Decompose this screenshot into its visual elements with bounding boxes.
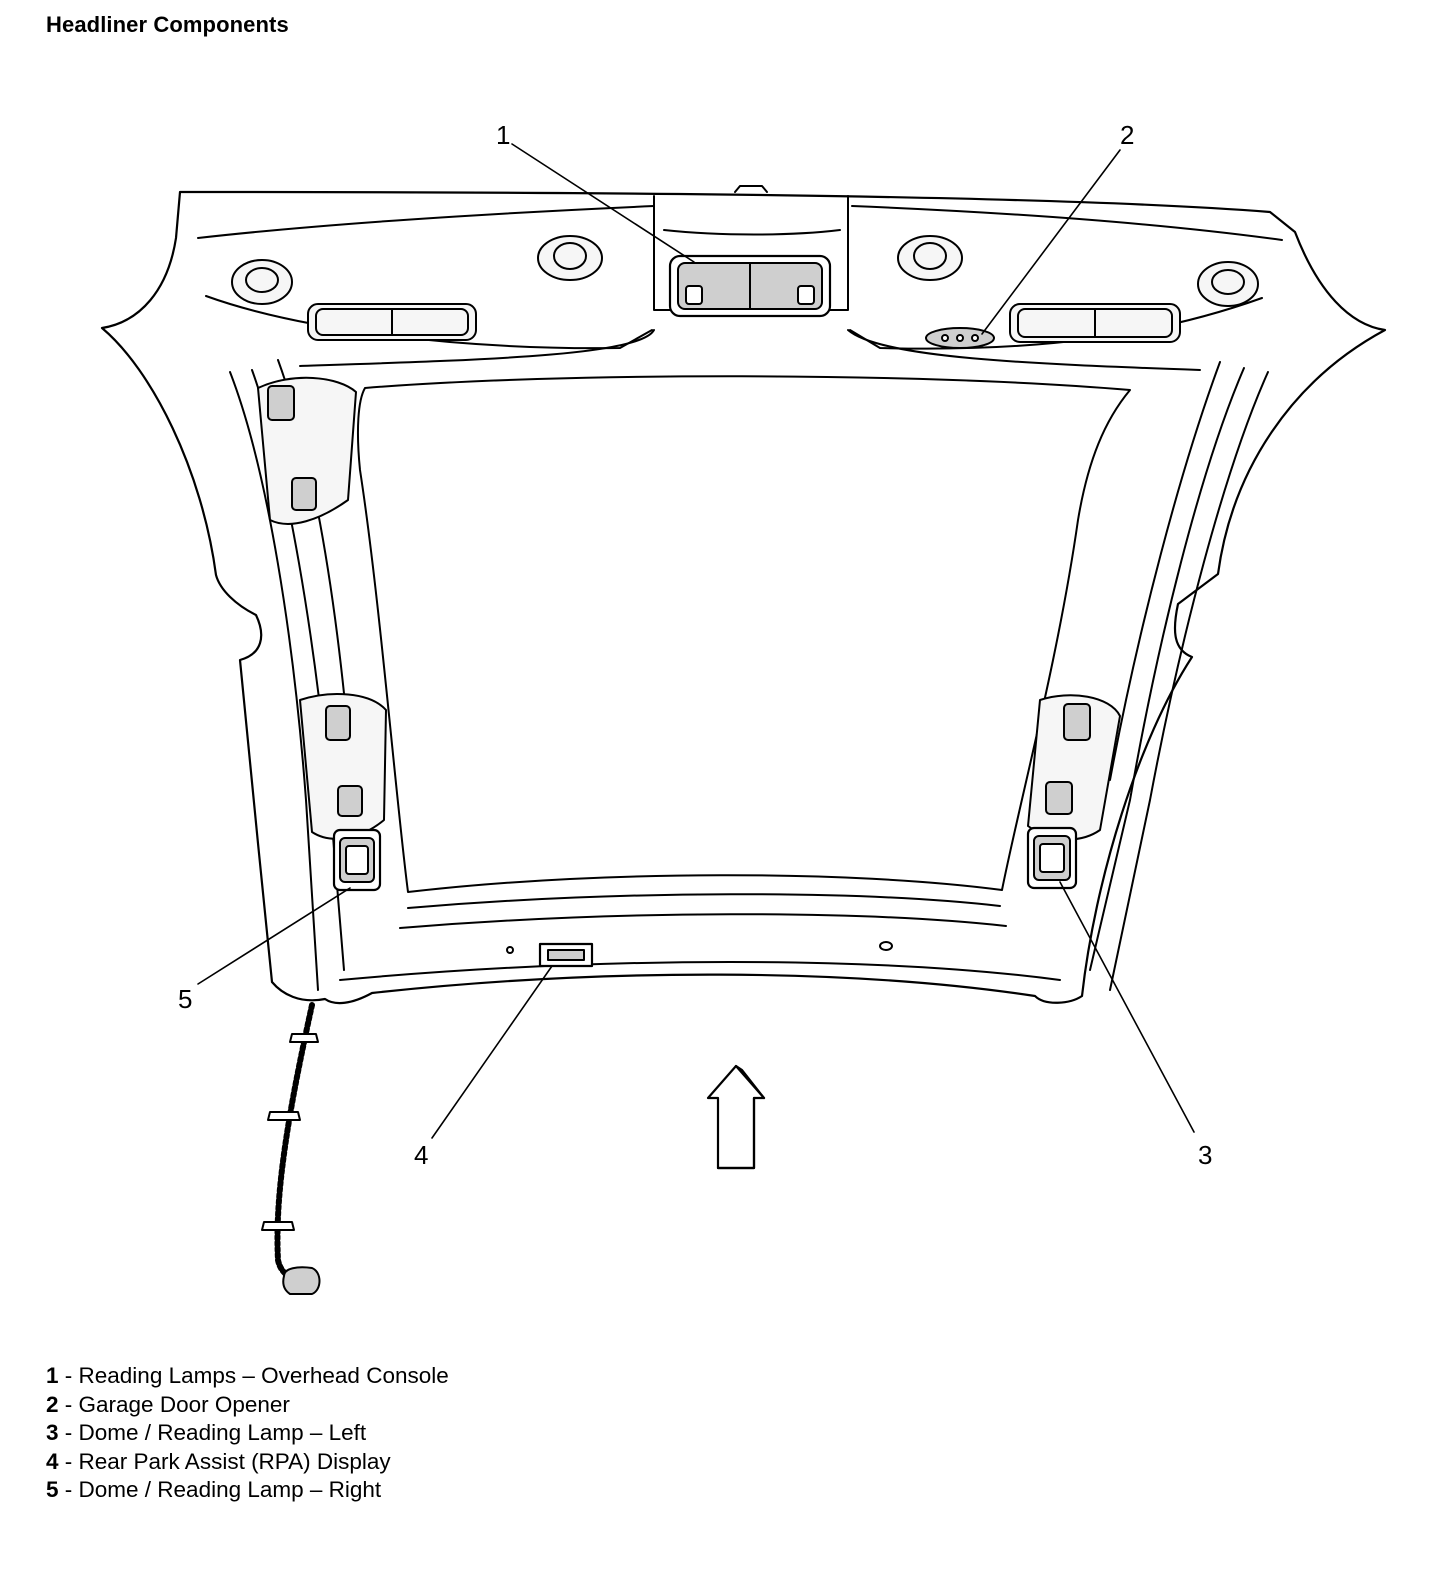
legend-item: 3 - Dome / Reading Lamp – Left (46, 1420, 367, 1445)
rear-band-2 (399, 913, 1007, 929)
forward-arrow-shadow (716, 1064, 766, 1170)
front-console-bay-inner (663, 229, 841, 236)
rear-band-1 (407, 893, 1001, 909)
right-rail-inner-2 (1089, 367, 1245, 971)
sun-visor-right (1009, 303, 1181, 343)
rear-hole-right (879, 941, 893, 951)
handle-mount-front-left (231, 259, 293, 305)
legend-item: 4 - Rear Park Assist (RPA) Display (46, 1448, 391, 1474)
leader-line-3 (1059, 881, 1195, 1133)
right-rail-inner-1 (1109, 371, 1269, 991)
roof-opening (356, 375, 1131, 893)
forward-arrow-icon (706, 1064, 766, 1170)
legend-item: 1 - Reading Lamps – Overhead Console (46, 1363, 449, 1388)
front-rail-right (851, 205, 1283, 241)
handle-mount-front-right (1197, 261, 1259, 307)
front-notch (734, 185, 768, 193)
handle-mount-front-right-center (897, 235, 963, 281)
sun-visor-left (307, 303, 477, 341)
rear-hole-left (506, 946, 514, 954)
legend-item: 2 - Garage Door Opener (46, 1391, 290, 1417)
front-rail-left (197, 205, 655, 239)
leader-line-4 (431, 965, 553, 1139)
callout-3: 3 (1198, 1140, 1212, 1170)
overhead-console (668, 254, 832, 318)
dome-lamp-right (332, 828, 382, 892)
callout-5: 5 (178, 984, 192, 1014)
dome-lamp-left (1026, 826, 1078, 890)
leader-line-5 (197, 887, 351, 985)
garage-door-opener (925, 327, 995, 349)
legend-item: 5 - Dome / Reading Lamp – Right (46, 1477, 382, 1502)
callout-2: 2 (1120, 120, 1134, 150)
side-pocket-rear-left (299, 693, 387, 840)
rpa-display (538, 942, 594, 968)
right-rail-inner-3 (1109, 361, 1221, 781)
callout-4: 4 (414, 1140, 428, 1170)
rear-band-3 (339, 961, 1061, 981)
left-rail-inner-1 (229, 371, 319, 991)
front-crossbar (299, 329, 1201, 371)
page-title: Headliner Components (46, 12, 289, 37)
handle-mount-front-left-center (537, 235, 603, 281)
headliner-diagram: 1 2 3 4 5 (100, 120, 1387, 1295)
legend: 1 - Reading Lamps – Overhead Console 2 -… (46, 1362, 449, 1505)
wiring-harness (261, 1002, 321, 1295)
leader-line-2 (981, 149, 1121, 335)
leader-line-1 (511, 143, 695, 263)
side-pocket-front-left (257, 376, 357, 525)
callout-1: 1 (496, 120, 510, 150)
